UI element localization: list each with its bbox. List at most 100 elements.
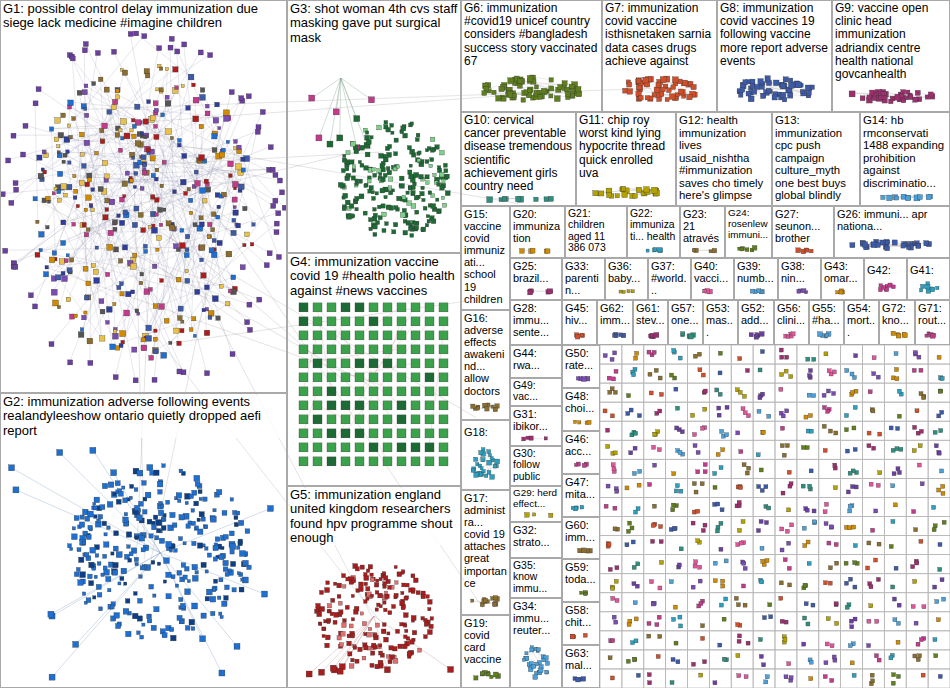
- vertex-marker: [389, 190, 393, 194]
- mini-group-cell: [600, 631, 622, 650]
- vertex-marker: [234, 147, 237, 150]
- vertex-marker: [76, 204, 79, 207]
- mini-group-cell: [863, 669, 885, 688]
- mini-group-cell: [731, 631, 753, 650]
- vertex-marker: [379, 173, 382, 176]
- mini-group-cell: [775, 440, 797, 459]
- vertex-marker: [123, 210, 128, 215]
- mini-group-cell: [797, 631, 819, 650]
- vertex-marker: [154, 108, 158, 112]
- vertex-marker: [426, 181, 430, 185]
- vertex-marker: [90, 205, 93, 208]
- vertex-marker: [327, 303, 336, 312]
- vertex-marker: [148, 226, 151, 229]
- mini-group-cell: [731, 574, 753, 593]
- mini-group-cell: [666, 555, 688, 574]
- vertex-marker: [369, 186, 373, 190]
- mini-group-cell: [863, 383, 885, 402]
- vertex-marker: [397, 196, 402, 201]
- mini-group-cell: [666, 364, 688, 383]
- vertex-marker: [135, 309, 139, 313]
- mini-group-cell: [863, 478, 885, 497]
- vertex-marker: [122, 245, 127, 250]
- vertex-marker: [150, 156, 155, 161]
- vertex-marker: [82, 592, 85, 595]
- vertex-marker: [433, 173, 436, 176]
- vertex-marker: [112, 333, 118, 339]
- mini-group-cell: [644, 612, 666, 631]
- vertex-marker: [152, 525, 157, 530]
- vertex-marker: [39, 248, 42, 251]
- vertex-marker: [203, 497, 207, 501]
- vertex-marker: [372, 196, 376, 200]
- vertex-marker: [224, 596, 229, 601]
- vertex-marker: [123, 498, 128, 503]
- vertex-marker: [147, 100, 151, 104]
- mini-group-cell: [622, 402, 644, 421]
- vertex-marker: [189, 328, 193, 332]
- vertex-marker: [380, 188, 385, 193]
- vertex-marker: [119, 197, 124, 202]
- vertex-marker: [445, 191, 450, 196]
- vertex-marker: [155, 536, 159, 540]
- mini-group-cell: [841, 345, 863, 364]
- vertex-marker: [125, 599, 129, 603]
- vertex-marker: [403, 133, 408, 138]
- vertex-link: [114, 473, 161, 553]
- vertex-marker: [84, 295, 89, 300]
- vertex-marker: [99, 299, 104, 304]
- vertex-marker: [155, 198, 160, 203]
- vertex-marker: [94, 497, 100, 503]
- mini-group-cell: [928, 478, 950, 497]
- vertex-marker: [414, 225, 418, 229]
- vertex-marker: [83, 266, 88, 271]
- vertex-link: [125, 212, 476, 417]
- vertex-marker: [333, 109, 339, 115]
- vertex-marker: [431, 204, 436, 209]
- vertex-marker: [175, 86, 179, 90]
- vertex-marker: [149, 534, 153, 538]
- vertex-marker: [85, 113, 89, 117]
- vertex-marker: [327, 387, 336, 396]
- vertex-marker: [411, 359, 420, 368]
- vertex-marker: [160, 504, 163, 507]
- vertex-marker: [193, 223, 197, 227]
- mini-group-cell: [731, 593, 753, 612]
- vertex-marker: [355, 359, 364, 368]
- vertex-marker: [142, 623, 145, 626]
- vertex-marker: [156, 236, 161, 241]
- mini-group-cell: [775, 555, 797, 574]
- vertex-marker: [225, 585, 230, 590]
- vertex-marker: [154, 124, 158, 128]
- mini-group-cell: [775, 459, 797, 478]
- vertex-marker: [84, 232, 89, 237]
- mini-group-cell: [906, 536, 928, 555]
- vertex-marker: [86, 281, 91, 286]
- vertex-marker: [373, 173, 377, 177]
- vertex-marker: [392, 230, 396, 234]
- vertex-marker: [97, 519, 101, 523]
- vertex-marker: [157, 503, 163, 509]
- mini-group-cell: [622, 421, 644, 440]
- vertex-marker: [200, 258, 204, 262]
- vertex-marker: [112, 99, 117, 104]
- vertex-marker: [185, 269, 188, 272]
- vertex-marker: [197, 543, 202, 548]
- vertex-marker: [200, 94, 206, 100]
- vertex-marker: [180, 228, 184, 232]
- vertex-marker: [192, 575, 198, 581]
- vertex-marker: [108, 482, 114, 488]
- vertex-marker: [379, 153, 384, 158]
- vertex-marker: [425, 317, 434, 326]
- vertex-marker: [205, 111, 210, 116]
- vertex-marker: [101, 573, 104, 576]
- mini-group-cell: [666, 497, 688, 516]
- vertex-marker: [170, 512, 175, 517]
- vertex-marker: [342, 158, 346, 162]
- vertex-marker: [425, 331, 434, 340]
- vertex-marker: [102, 521, 106, 525]
- vertex-marker: [153, 337, 157, 341]
- vertex-marker: [73, 175, 76, 178]
- vertex-link: [374, 616, 451, 669]
- mini-group-cell: [797, 650, 819, 669]
